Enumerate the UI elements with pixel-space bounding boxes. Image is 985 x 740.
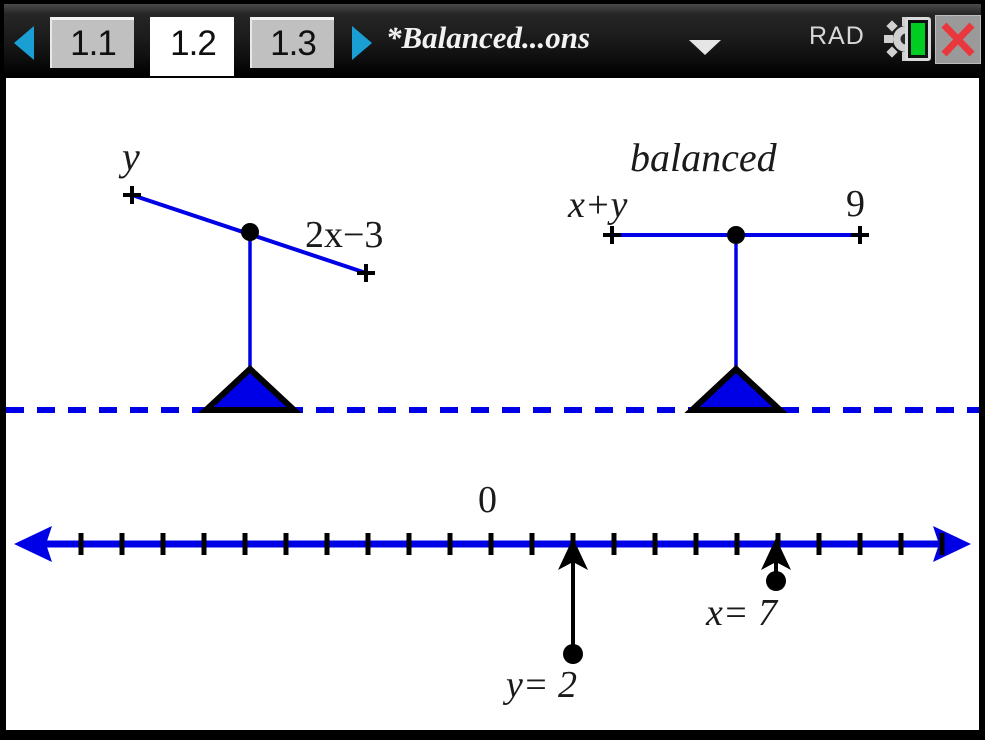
y-value-label[interactable]: y= 2 — [506, 664, 578, 706]
close-button[interactable] — [935, 15, 981, 64]
left-scale-fulcrum — [198, 364, 302, 413]
battery-fill — [911, 23, 925, 55]
canvas-drawing — [6, 186, 979, 664]
x-slider-marker — [761, 538, 791, 591]
chevron-down-icon[interactable] — [689, 40, 721, 55]
right-scale-pivot-dot — [727, 226, 745, 244]
left-scale-left-endpoint — [123, 186, 141, 204]
triangle-left-icon[interactable] — [14, 26, 34, 60]
geometry-canvas[interactable]: y 2x−3 balanced x+y 9 0 y= 2 x= 7 — [6, 78, 979, 730]
x-slider-handle — [766, 571, 786, 591]
document-title: *Balanced...ons — [386, 20, 591, 55]
left-scale-pivot-dot — [241, 223, 259, 241]
x-value-label[interactable]: x= 7 — [706, 592, 778, 634]
y-slider-marker — [558, 538, 588, 664]
right-scale-fulcrum — [684, 364, 788, 413]
left-scale-left-label[interactable]: y — [122, 134, 140, 179]
y-slider-handle — [563, 644, 583, 664]
number-line-origin-label: 0 — [478, 479, 497, 521]
title-bar: 1.1 1.2 1.3 *Balanced...ons RAD — [4, 4, 981, 76]
balanced-status-label: balanced — [630, 135, 777, 180]
right-scale-left-endpoint — [603, 226, 621, 244]
tab-1-1[interactable]: 1.1 — [50, 17, 134, 68]
left-scale-right-label[interactable]: 2x−3 — [305, 214, 384, 256]
left-scale-right-endpoint — [357, 264, 375, 282]
right-scale-right-endpoint — [851, 226, 869, 244]
battery-icon — [905, 17, 931, 61]
right-scale-left-label[interactable]: x+y — [568, 184, 628, 226]
number-line-ticks — [78, 533, 945, 555]
tab-1-3[interactable]: 1.3 — [250, 17, 334, 68]
arrow-left-icon — [14, 526, 52, 562]
angle-mode-indicator: RAD — [809, 22, 865, 50]
right-scale-right-label[interactable]: 9 — [846, 183, 865, 225]
tab-1-2[interactable]: 1.2 — [150, 17, 234, 76]
triangle-right-icon[interactable] — [352, 26, 372, 60]
